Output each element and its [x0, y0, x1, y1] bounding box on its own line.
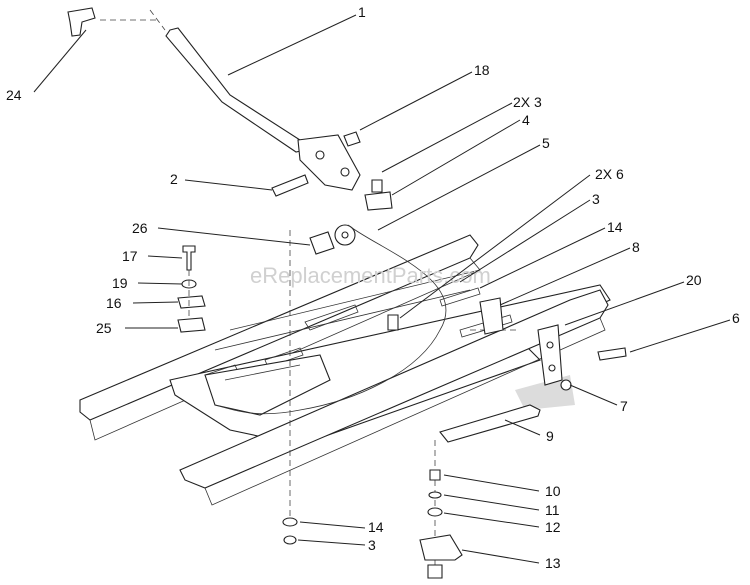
callout-12: 12 — [545, 519, 561, 535]
callout-14-lower: 14 — [368, 519, 384, 535]
callout-26: 26 — [132, 220, 148, 236]
lower-rod-assembly — [282, 404, 541, 580]
callout-3-lower: 3 — [368, 537, 376, 553]
callout-2x3: 2X 3 — [513, 94, 542, 110]
callout-3-upper: 3 — [592, 191, 600, 207]
callout-13: 13 — [545, 555, 561, 571]
callout-labels: 1 18 2X 3 4 5 2X 6 3 14 8 20 6 7 9 10 11… — [6, 4, 740, 571]
callout-17: 17 — [122, 248, 138, 264]
callout-10: 10 — [545, 483, 561, 499]
callout-6: 6 — [732, 310, 740, 326]
callout-1: 1 — [358, 4, 366, 20]
left-hardware-stack — [177, 245, 206, 333]
frame-rails — [79, 234, 611, 506]
callout-5: 5 — [542, 135, 550, 151]
watermark: eReplacementParts.com — [250, 263, 491, 288]
right-brackets — [479, 297, 627, 391]
callout-8: 8 — [632, 239, 640, 255]
callout-16: 16 — [106, 295, 122, 311]
callout-18: 18 — [474, 62, 490, 78]
callout-24: 24 — [6, 87, 22, 103]
callout-2: 2 — [170, 171, 178, 187]
leader-lines — [33, 14, 731, 564]
callout-14-upper: 14 — [607, 219, 623, 235]
callout-20: 20 — [686, 272, 702, 288]
callout-19: 19 — [112, 275, 128, 291]
callout-11: 11 — [545, 502, 560, 518]
callout-9: 9 — [546, 428, 554, 444]
lever-assembly — [67, 7, 520, 520]
callout-25: 25 — [96, 320, 112, 336]
callout-4: 4 — [522, 112, 530, 128]
callout-2x6: 2X 6 — [595, 166, 624, 182]
callout-7: 7 — [620, 398, 628, 414]
